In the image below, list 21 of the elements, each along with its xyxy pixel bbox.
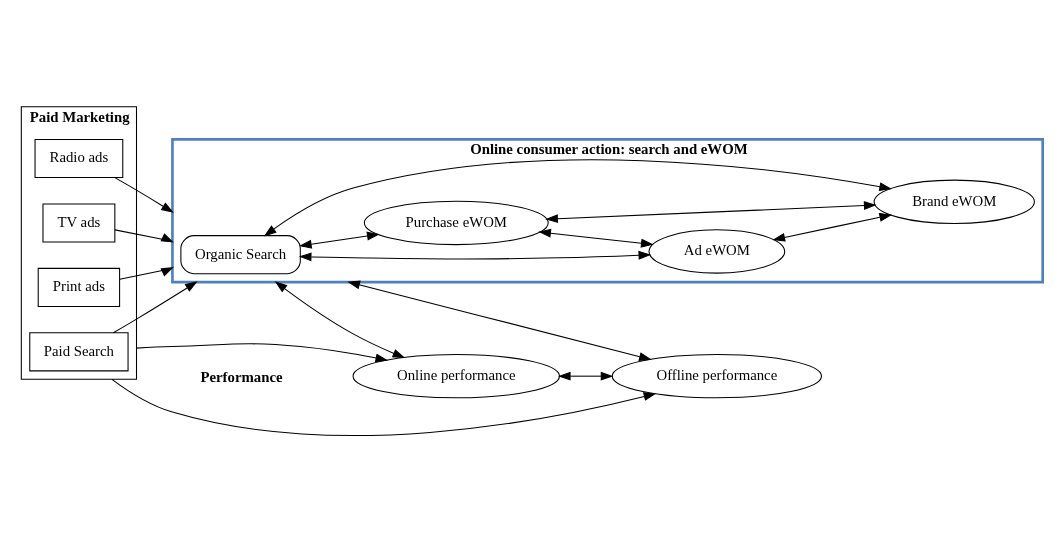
arrow [772,212,893,242]
arrow [135,343,389,363]
arrow [114,177,174,213]
arrow [114,229,174,243]
arrow [299,231,380,249]
arrow [119,267,174,280]
node-box: Radio ads [34,138,124,178]
node-box: Organic Search [180,235,301,275]
node-box: Print ads [37,267,121,307]
arrow [298,250,652,262]
arrow [557,371,614,381]
node-box: Paid Search [29,332,129,372]
arrow [538,228,654,248]
arrow [347,280,652,361]
arrow [112,281,198,334]
label: Performance [200,369,283,386]
arrow [545,201,877,224]
arrow [111,378,657,437]
arrow [274,281,406,359]
node-box: TV ads [42,203,116,243]
arrow [263,159,892,237]
